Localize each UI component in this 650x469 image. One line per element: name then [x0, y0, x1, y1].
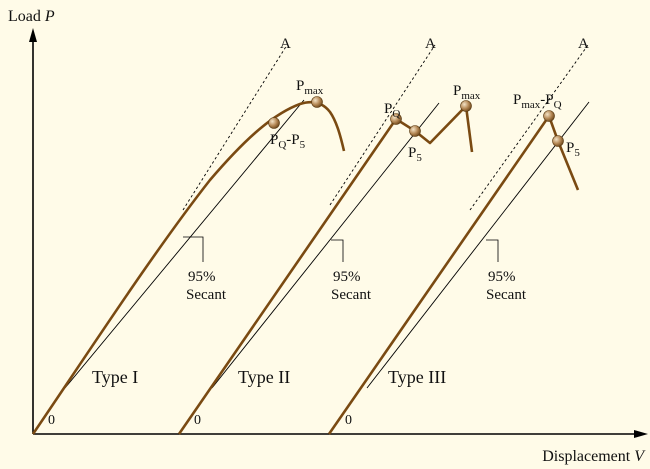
- pmax-pq-marker: [543, 110, 555, 122]
- secant-word-label: Secant: [331, 287, 372, 303]
- origin-zero-label: 0: [48, 413, 55, 428]
- load-curve: [177, 104, 474, 435]
- pmax-pq-label: Pmax-PQ: [513, 92, 562, 111]
- y-axis-arrow: [29, 28, 37, 42]
- pmax-marker: [460, 100, 472, 112]
- secant-percent-label: 95%: [188, 269, 216, 285]
- p5-marker: [409, 125, 421, 137]
- load-curve: [31, 100, 346, 435]
- pq-p5-marker: [268, 117, 280, 129]
- pq-marker: [390, 113, 402, 125]
- p5-label: P5: [566, 140, 580, 159]
- tangent-line-a: [329, 44, 436, 206]
- pmax-label: Pmax: [296, 78, 324, 97]
- x-axis-label: Displacement V: [542, 448, 646, 465]
- secant-line-95: [64, 99, 305, 389]
- x-axis-arrow: [634, 430, 648, 438]
- line-a-label: A: [578, 36, 589, 52]
- secant-leader: [486, 239, 499, 262]
- panel-type-1: A Pmax PQ-P5 95% Secant Type I 0: [31, 36, 346, 435]
- secant-line-95: [211, 102, 440, 389]
- y-axis-label: Load P: [8, 8, 55, 25]
- load-curve: [327, 114, 580, 435]
- secant-percent-label: 95%: [333, 269, 361, 285]
- type-label: Type III: [388, 367, 446, 387]
- line-a-label: A: [425, 36, 436, 52]
- secant-leader: [331, 239, 344, 262]
- panel-type-3: A Pmax-PQ P5 95% Secant Type III 0: [327, 36, 590, 435]
- type-label: Type II: [238, 367, 290, 387]
- tangent-line-a: [469, 44, 589, 211]
- secant-word-label: Secant: [486, 287, 527, 303]
- origin-zero-label: 0: [194, 413, 201, 428]
- panel-type-2: A PQ P5 Pmax 95% Secant Type II 0: [177, 36, 481, 435]
- secant-percent-label: 95%: [488, 269, 516, 285]
- origin-zero-label: 0: [345, 413, 352, 428]
- p5-label: P5: [408, 145, 422, 164]
- p5-marker: [552, 135, 564, 147]
- type-label: Type I: [92, 367, 138, 387]
- pmax-marker: [311, 96, 323, 108]
- pmax-label: Pmax: [453, 83, 481, 102]
- secant-leader: [183, 236, 204, 262]
- pq-label: PQ: [384, 101, 400, 120]
- secant-word-label: Secant: [186, 287, 227, 303]
- pq-p5-label: PQ-P5: [270, 132, 306, 151]
- line-a-label: A: [280, 36, 291, 52]
- secant-line-95: [366, 101, 590, 389]
